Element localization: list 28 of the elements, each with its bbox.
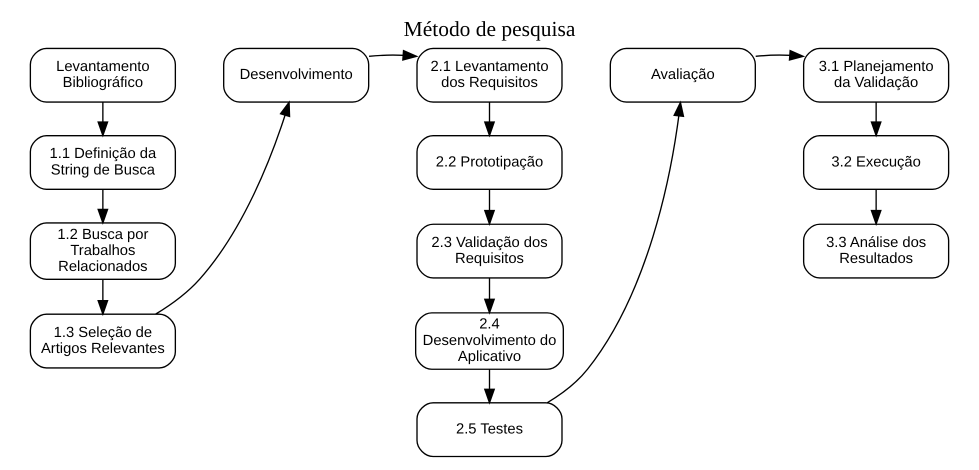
node-box: 1.1 Definição da String de Busca	[30, 134, 176, 190]
arrow	[97, 280, 108, 316]
arrow	[870, 190, 882, 226]
arrow	[484, 190, 496, 226]
arrow	[870, 102, 882, 138]
node-box: Levantamento Bibliográfico	[30, 48, 176, 103]
node-box: 3.1 Planejamento da Validação	[802, 48, 950, 103]
arrow	[756, 50, 806, 61]
arrow	[484, 370, 496, 405]
node-box: 3.3 Análise dos Resultados	[802, 224, 950, 279]
arrow	[97, 102, 108, 138]
arrow	[368, 50, 419, 61]
arrow	[484, 102, 496, 138]
node-box: 2.5 Testes	[416, 402, 563, 458]
node-box: 2.2 Prototipação	[416, 134, 563, 190]
arrow	[484, 278, 496, 315]
node-box: 3.2 Execução	[802, 134, 950, 190]
node-box: 2.3 Validação dos Requisitos	[416, 224, 563, 279]
arrow	[155, 100, 290, 315]
arrow	[546, 100, 684, 404]
node-box: 1.3 Seleção de Artigos Relevantes	[30, 314, 176, 369]
node-box: Desenvolvimento	[223, 48, 370, 103]
arrow	[97, 190, 108, 225]
node-box: Avaliação	[610, 48, 756, 103]
node-box: 2.1 Levantamento dos Requisitos	[416, 48, 563, 103]
node-box: 1.2 Busca por Trabalhos Relacionados	[30, 222, 176, 280]
diagram-title: Método de pesquisa	[404, 17, 576, 42]
node-box: 2.4 Desenvolvimento do Aplicativo	[415, 312, 564, 370]
